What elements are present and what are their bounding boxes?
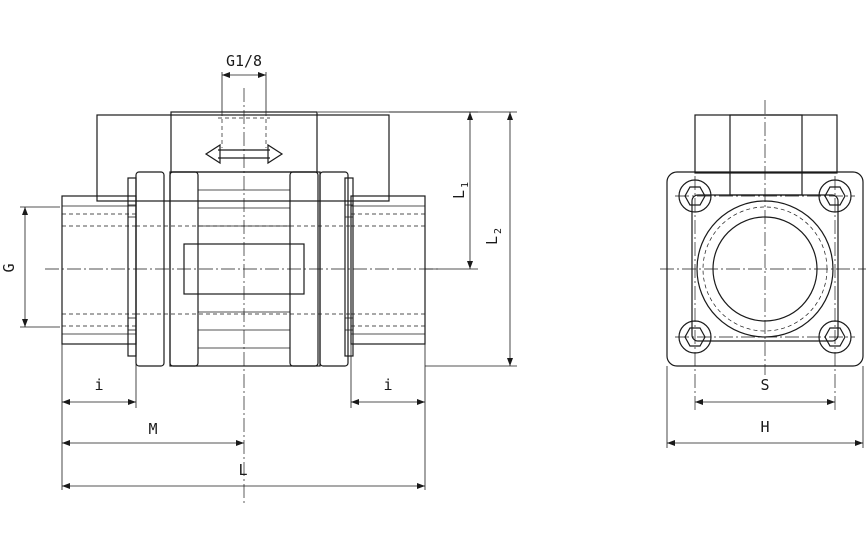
l1-label: L 1 [450, 182, 471, 199]
svg-text:2: 2 [493, 228, 504, 234]
l-label: L [238, 461, 247, 479]
i-left-label: i [94, 376, 103, 394]
thread-label: G [0, 263, 18, 272]
front-dimensions: G1/8 G L 1 L 2 i [0, 52, 517, 490]
right-end-connector [350, 195, 426, 345]
side-boss [729, 114, 803, 196]
handle [96, 114, 390, 202]
rotation-arrow-icon [204, 143, 284, 165]
svg-text:1: 1 [460, 182, 471, 188]
front-view [45, 88, 440, 505]
right-flange [344, 177, 354, 357]
left-end-connector [61, 195, 137, 345]
side-view [660, 100, 866, 410]
s-label: S [760, 376, 769, 394]
i-right-label: i [383, 376, 392, 394]
port-label: G1/8 [226, 52, 262, 70]
side-dimensions: S H [666, 366, 864, 448]
m-label: M [148, 420, 157, 438]
l2-label: L 2 [483, 228, 504, 245]
svg-text:L: L [450, 190, 468, 199]
body-collar-left [169, 171, 199, 367]
h-label: H [760, 418, 769, 436]
side-handle [694, 114, 838, 174]
svg-text:L: L [483, 236, 501, 245]
